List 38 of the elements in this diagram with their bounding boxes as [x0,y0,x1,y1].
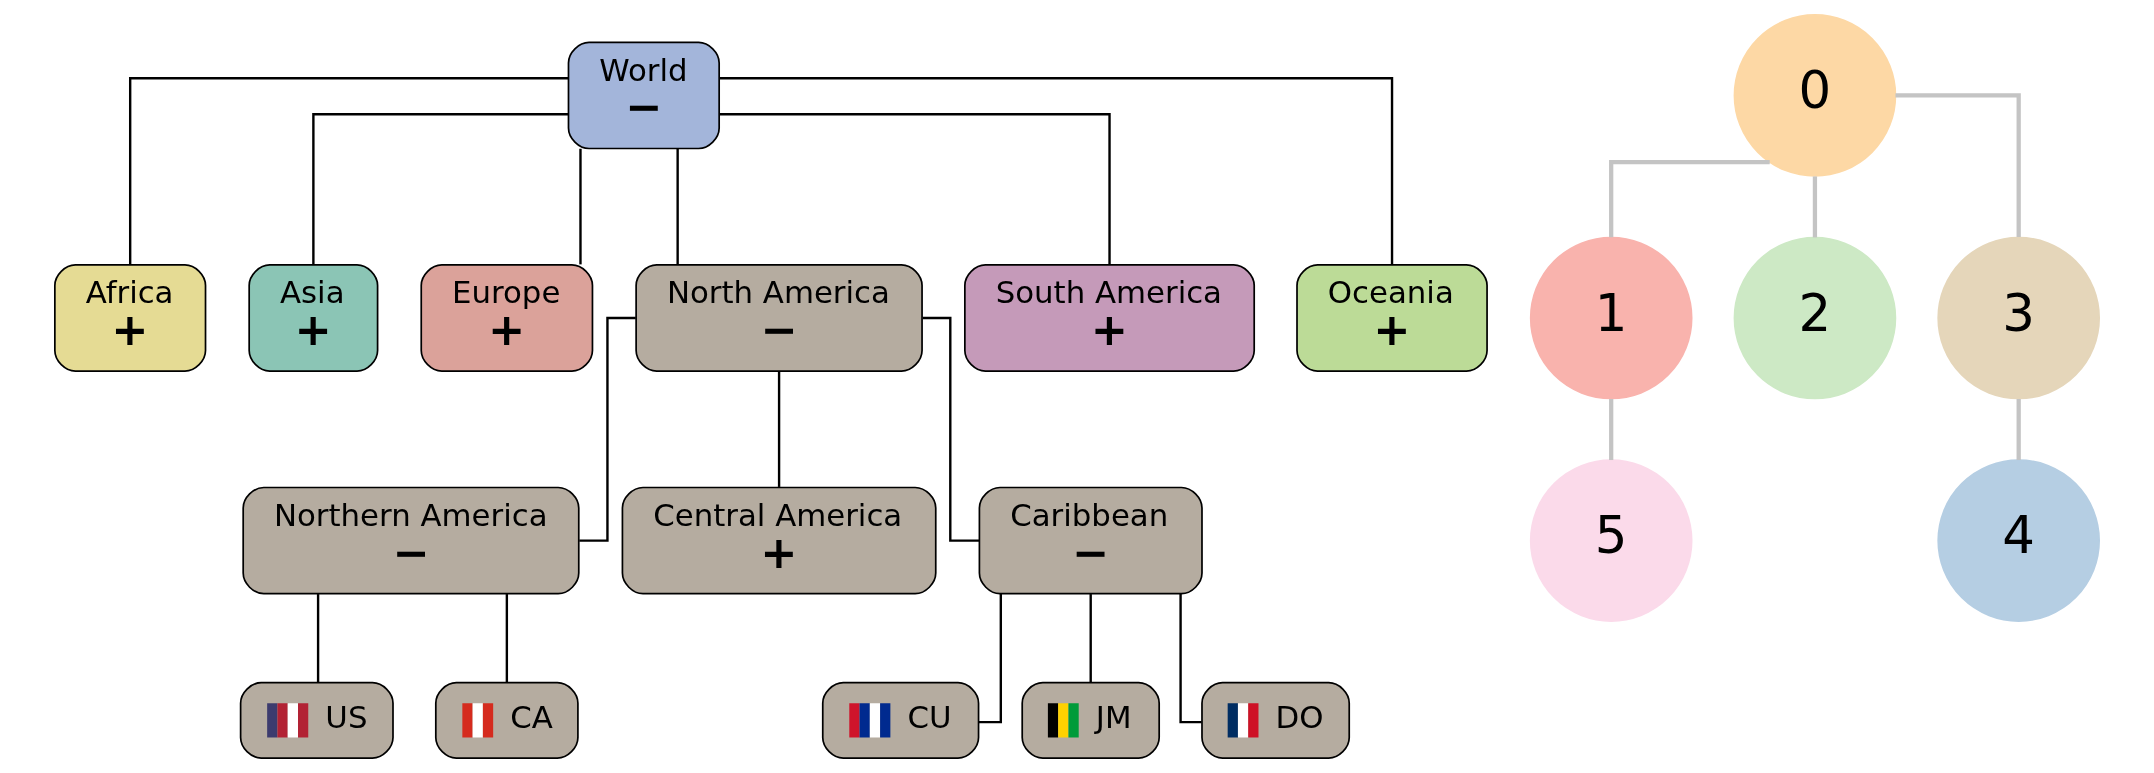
connector [719,77,1394,265]
node-circle: 5 [1529,459,1693,622]
connector [1609,399,1614,461]
connector [1812,176,1818,238]
connector [579,148,582,265]
node-box: US [239,681,394,759]
node-circle: 4 [1937,459,2100,622]
node-box: Northern America − [242,486,580,595]
node-box: World − [567,41,720,150]
node-box: Asia + [248,264,379,372]
node-box: Caribbean − [978,486,1203,595]
connector [1895,93,2021,238]
node-box: South America + [964,264,1256,372]
node-box: North America − [635,264,923,372]
node-box: Central America + [621,486,937,595]
connector [312,113,568,265]
connector [1179,594,1202,724]
connector [777,371,781,487]
connector [1089,594,1092,683]
node-box: Oceania + [1296,264,1488,372]
node-box: DO [1201,681,1351,759]
connector [978,594,1002,724]
connector [316,594,320,683]
connector [2016,399,2021,461]
connector [676,148,679,265]
node-circle: 3 [1937,236,2100,400]
connector [1609,160,1770,238]
node-circle: 1 [1529,236,1693,400]
node-box: Africa + [54,264,207,372]
connector [505,594,509,683]
node-box: Europe + [420,264,594,372]
connector [719,113,1111,265]
node-box: JM [1021,681,1161,759]
node-box: CA [434,681,579,759]
node-circle: 0 [1733,14,1897,177]
node-box: CU [821,681,980,759]
node-circle: 2 [1733,236,1897,400]
connector [129,77,569,265]
